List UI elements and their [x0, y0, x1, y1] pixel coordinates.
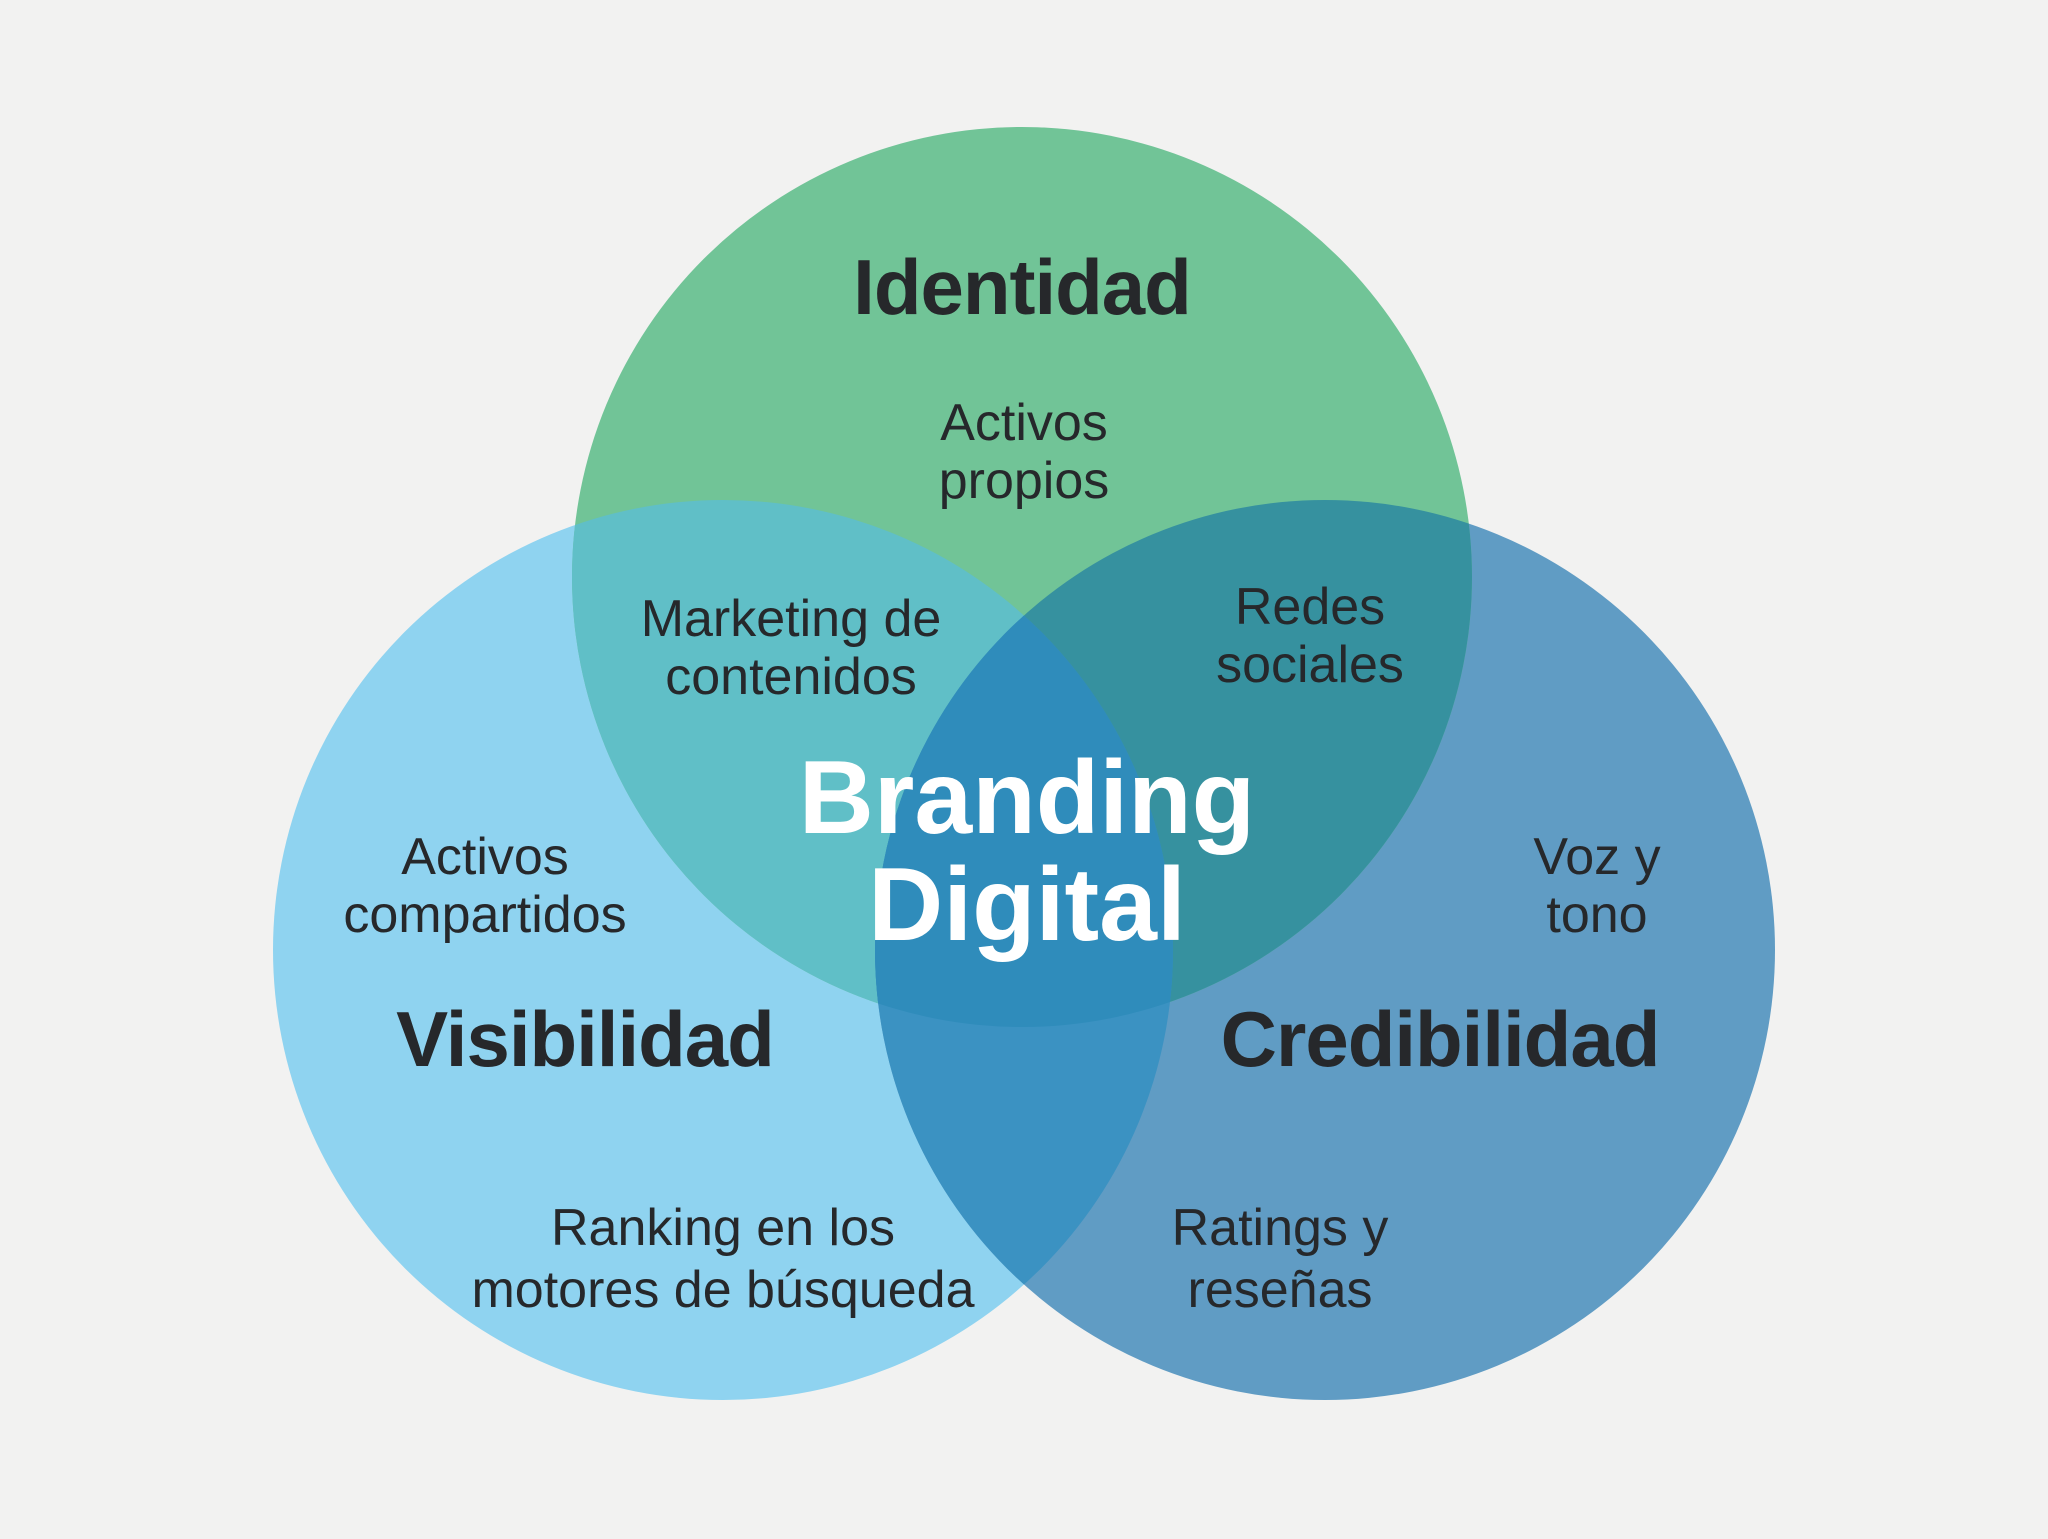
- identidad-label-line2: propios: [939, 452, 1110, 510]
- credibilidad-label-line1: Voz y: [1533, 828, 1660, 886]
- credibilidad-title: Credibilidad: [1221, 995, 1660, 1083]
- overlap-identidad-credibilidad-label-line1: Redes: [1235, 578, 1385, 636]
- triple-clip-inner: [875, 500, 1173, 1027]
- overlap-identidad-credibilidad-label-line2: sociales: [1216, 636, 1404, 694]
- visibilidad-title: Visibilidad: [396, 995, 774, 1083]
- credibilidad-label2-line1: Ratings y: [1172, 1199, 1389, 1257]
- identidad-label-line1: Activos: [940, 394, 1108, 452]
- overlap-identidad-visibilidad-label-line1: Marketing de: [641, 590, 942, 648]
- visibilidad-label-line1: Activos: [401, 828, 569, 886]
- credibilidad-label2-line2: reseñas: [1188, 1261, 1373, 1319]
- center-title-line1: Branding: [799, 740, 1255, 856]
- identidad-title: Identidad: [853, 243, 1191, 331]
- credibilidad-label-line2: tono: [1546, 886, 1647, 944]
- center-title-line2: Digital: [868, 847, 1186, 963]
- overlap-identidad-visibilidad-label-line2: contenidos: [665, 648, 917, 706]
- visibilidad-label2-line1: Ranking en los: [551, 1199, 895, 1257]
- visibilidad-label-line2: compartidos: [343, 886, 626, 944]
- visibilidad-label2-line2: motores de búsqueda: [471, 1261, 974, 1319]
- triple-clip-outer: [875, 500, 1173, 1027]
- overlap-center-all: [875, 500, 1173, 1027]
